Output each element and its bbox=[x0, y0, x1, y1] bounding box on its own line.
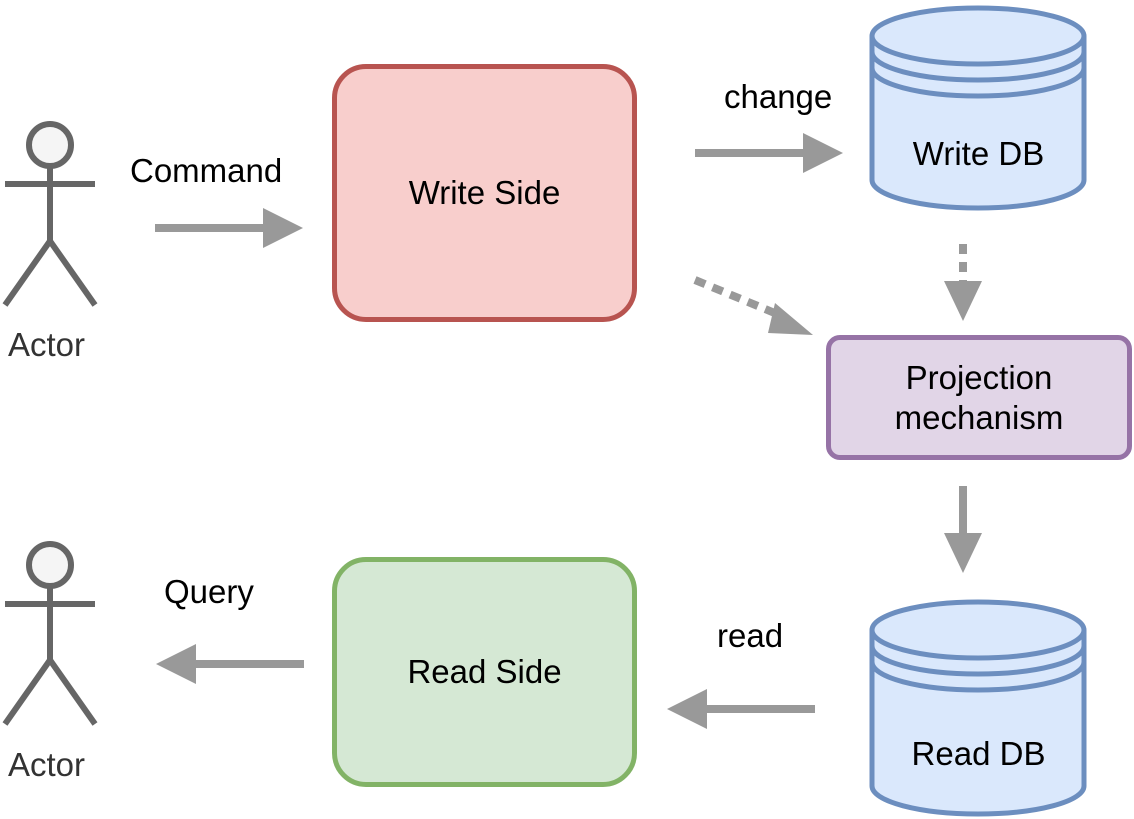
query-label: Query bbox=[164, 573, 254, 610]
read-db-cylinder bbox=[869, 599, 1087, 817]
change-label: change bbox=[724, 78, 833, 115]
write-side-box: Write Side bbox=[332, 64, 637, 322]
write-side-label: Write Side bbox=[408, 174, 561, 211]
arrow-projection-to-readdb bbox=[944, 486, 982, 573]
arrow-writedb-to-projection-dashed bbox=[944, 244, 982, 321]
actor-figure-top bbox=[2, 121, 98, 307]
actor-label-bottom: Actor bbox=[8, 746, 86, 783]
actor-label-top: Actor bbox=[8, 326, 86, 363]
write-db-label: Write DB bbox=[912, 135, 1045, 172]
read-db-label: Read DB bbox=[911, 735, 1046, 772]
arrow-command bbox=[155, 208, 303, 248]
projection-label-line2: mechanism bbox=[894, 398, 1064, 436]
arrow-write-to-projection-dashed bbox=[693, 276, 813, 335]
command-label: Command bbox=[130, 152, 283, 189]
arrow-read bbox=[667, 689, 815, 729]
arrow-query bbox=[156, 644, 304, 684]
read-side-label: Read Side bbox=[407, 653, 562, 690]
actor-figure-bottom bbox=[2, 541, 98, 726]
read-side-box: Read Side bbox=[332, 557, 637, 787]
projection-mechanism-box: Projection mechanism bbox=[826, 335, 1132, 460]
read-label: read bbox=[717, 617, 784, 654]
write-db-cylinder bbox=[869, 5, 1087, 211]
projection-label-line1: Projection bbox=[905, 358, 1053, 396]
arrow-change bbox=[695, 133, 843, 173]
